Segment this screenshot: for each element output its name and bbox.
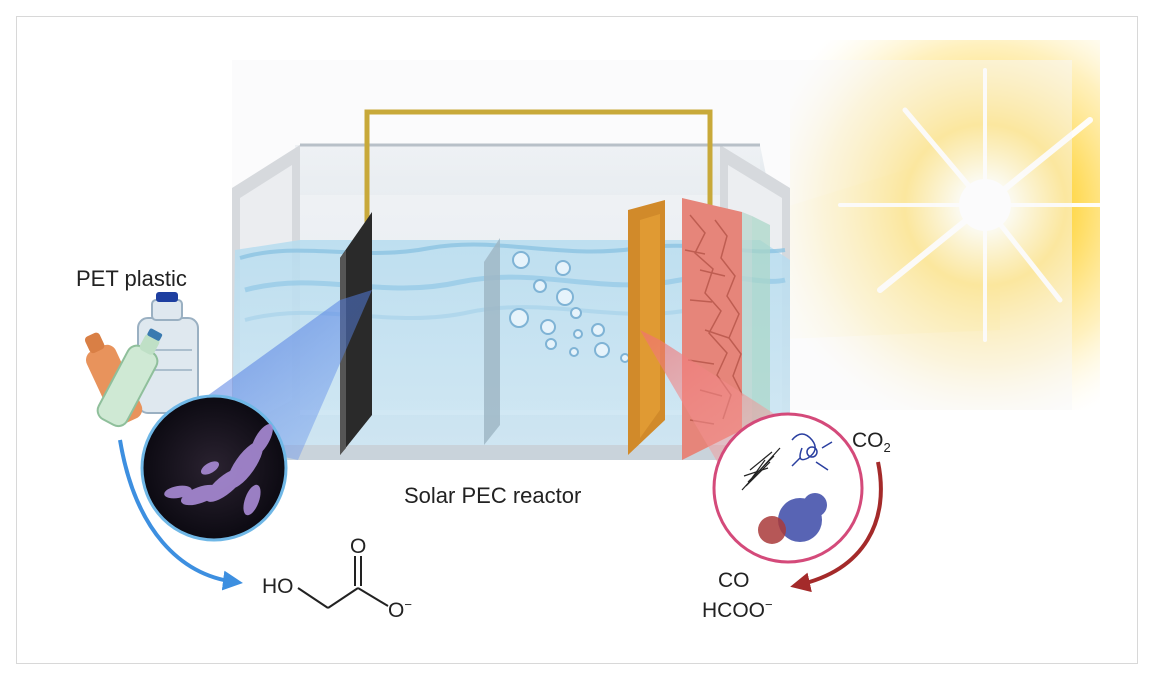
enzyme-catalyst: [712, 412, 864, 564]
glycolate-o-minus: O−: [388, 598, 412, 621]
reduction-arrow: [790, 461, 883, 593]
reactor-label: Solar PEC reactor: [404, 483, 582, 508]
oxidation-arrow: [118, 439, 243, 591]
glycolate-charge: −: [404, 597, 412, 612]
membrane: [484, 238, 500, 445]
co2-main: CO: [852, 429, 884, 452]
external-wire: [364, 109, 713, 225]
catalyst-micrograph: [140, 394, 288, 542]
glycolate-o-top: O: [350, 535, 367, 558]
formate-main: HCOO: [702, 599, 765, 622]
co2-label: CO2: [852, 430, 891, 454]
anode-plate: [340, 212, 372, 455]
formate-charge: −: [765, 597, 773, 612]
co-label: CO: [718, 569, 750, 592]
formate-label: HCOO−: [702, 598, 773, 621]
pet-bottles-icon: [84, 292, 199, 428]
glycolate-ho: HO: [262, 575, 294, 598]
bubbles: [509, 251, 630, 363]
glycolate-structure: [297, 556, 389, 609]
glycolate-o: O: [388, 599, 405, 622]
co2-subscript: 2: [883, 440, 891, 456]
pet-plastic-label: PET plastic: [76, 266, 187, 291]
